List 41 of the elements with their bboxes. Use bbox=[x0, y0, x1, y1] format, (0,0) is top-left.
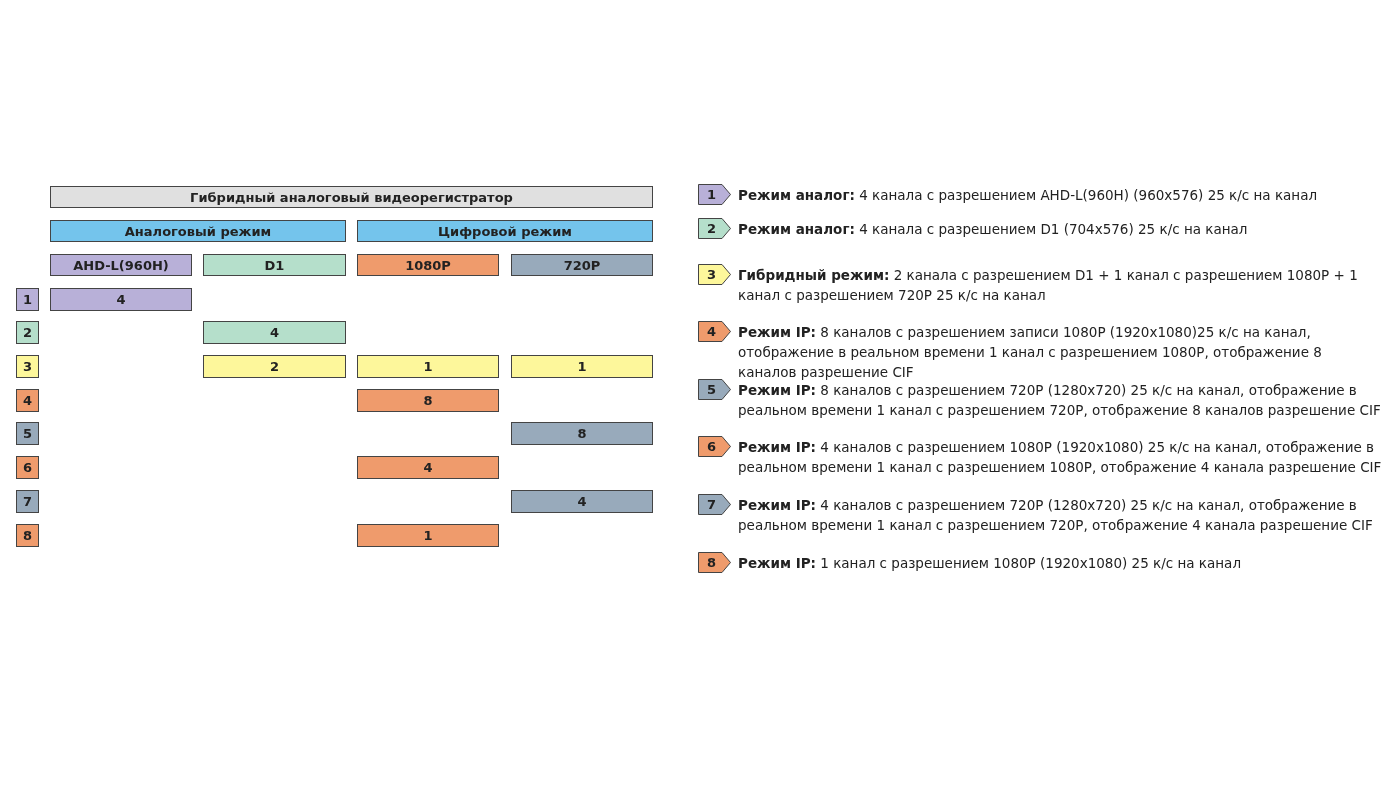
row-number: 4 bbox=[16, 389, 39, 412]
count-cell: 8 bbox=[511, 422, 653, 445]
column-header: D1 bbox=[203, 254, 346, 276]
mode-description: Гибридный режим: 2 канала с разрешением D1 + 1 канал с разрешением 1080P + 1 канал с разрешением 720P 25 к/с на канал bbox=[738, 266, 1359, 305]
column-header: 720P bbox=[511, 254, 653, 276]
column-header: AHD-L(960H) bbox=[50, 254, 192, 276]
mode-description: Режим IP: 1 канал с разрешением 1080P (1920x1080) 25 к/с на канал bbox=[738, 554, 1242, 573]
mode-description: Режим IP: 8 каналов с разрешением записи 1080P (1920x1080)25 к/с на канал, отображение в реальном времени 1 канал с разрешением 1080P, отображение 8 каналов разрешение CIF bbox=[738, 323, 1323, 382]
count-cell: 4 bbox=[357, 456, 499, 479]
mode-header: Цифровой режим bbox=[357, 220, 653, 242]
number-tag: 3 bbox=[698, 264, 731, 285]
count-cell: 1 bbox=[357, 524, 499, 547]
number-tag: 5 bbox=[698, 379, 731, 400]
title-bar: Гибридный аналоговый видеорегистратор bbox=[50, 186, 653, 208]
count-cell: 8 bbox=[357, 389, 499, 412]
mode-description: Режим IP: 4 каналов с разрешением 1080P (1920x1080) 25 к/с на канал, отображение в реальном времени 1 канал с разрешением 1080P, отображение 4 канала разрешение CIF bbox=[738, 438, 1383, 477]
mode-description: Режим IP: 8 каналов с разрешением 720P (1280x720) 25 к/с на канал, отображение в реальном времени 1 канал с разрешением 720P, отображение 8 каналов разрешение CIF bbox=[738, 381, 1382, 420]
count-cell: 4 bbox=[203, 321, 346, 344]
row-number: 1 bbox=[16, 288, 39, 311]
row-number: 7 bbox=[16, 490, 39, 513]
number-tag: 6 bbox=[698, 436, 731, 457]
number-tag: 2 bbox=[698, 218, 731, 239]
row-number: 6 bbox=[16, 456, 39, 479]
mode-header: Аналоговый режим bbox=[50, 220, 346, 242]
row-number: 2 bbox=[16, 321, 39, 344]
mode-description: Режим IP: 4 каналов с разрешением 720P (1280x720) 25 к/с на канал, отображение в реальном времени 1 канал с разрешением 720P, отображение 4 канала разрешение CIF bbox=[738, 496, 1374, 535]
count-cell: 1 bbox=[511, 355, 653, 378]
mode-description: Режим аналог: 4 канала с разрешением D1 (704x576) 25 к/с на канал bbox=[738, 220, 1249, 239]
number-tag: 8 bbox=[698, 552, 731, 573]
row-number: 3 bbox=[16, 355, 39, 378]
number-tag: 7 bbox=[698, 494, 731, 515]
row-number: 5 bbox=[16, 422, 39, 445]
row-number: 8 bbox=[16, 524, 39, 547]
mode-description: Режим аналог: 4 канала с разрешением AHD-L(960H) (960x576) 25 к/с на канал bbox=[738, 186, 1319, 205]
count-cell: 4 bbox=[50, 288, 192, 311]
count-cell: 2 bbox=[203, 355, 346, 378]
count-cell: 1 bbox=[357, 355, 499, 378]
number-tag: 1 bbox=[698, 184, 731, 205]
number-tag: 4 bbox=[698, 321, 731, 342]
count-cell: 4 bbox=[511, 490, 653, 513]
column-header: 1080P bbox=[357, 254, 499, 276]
